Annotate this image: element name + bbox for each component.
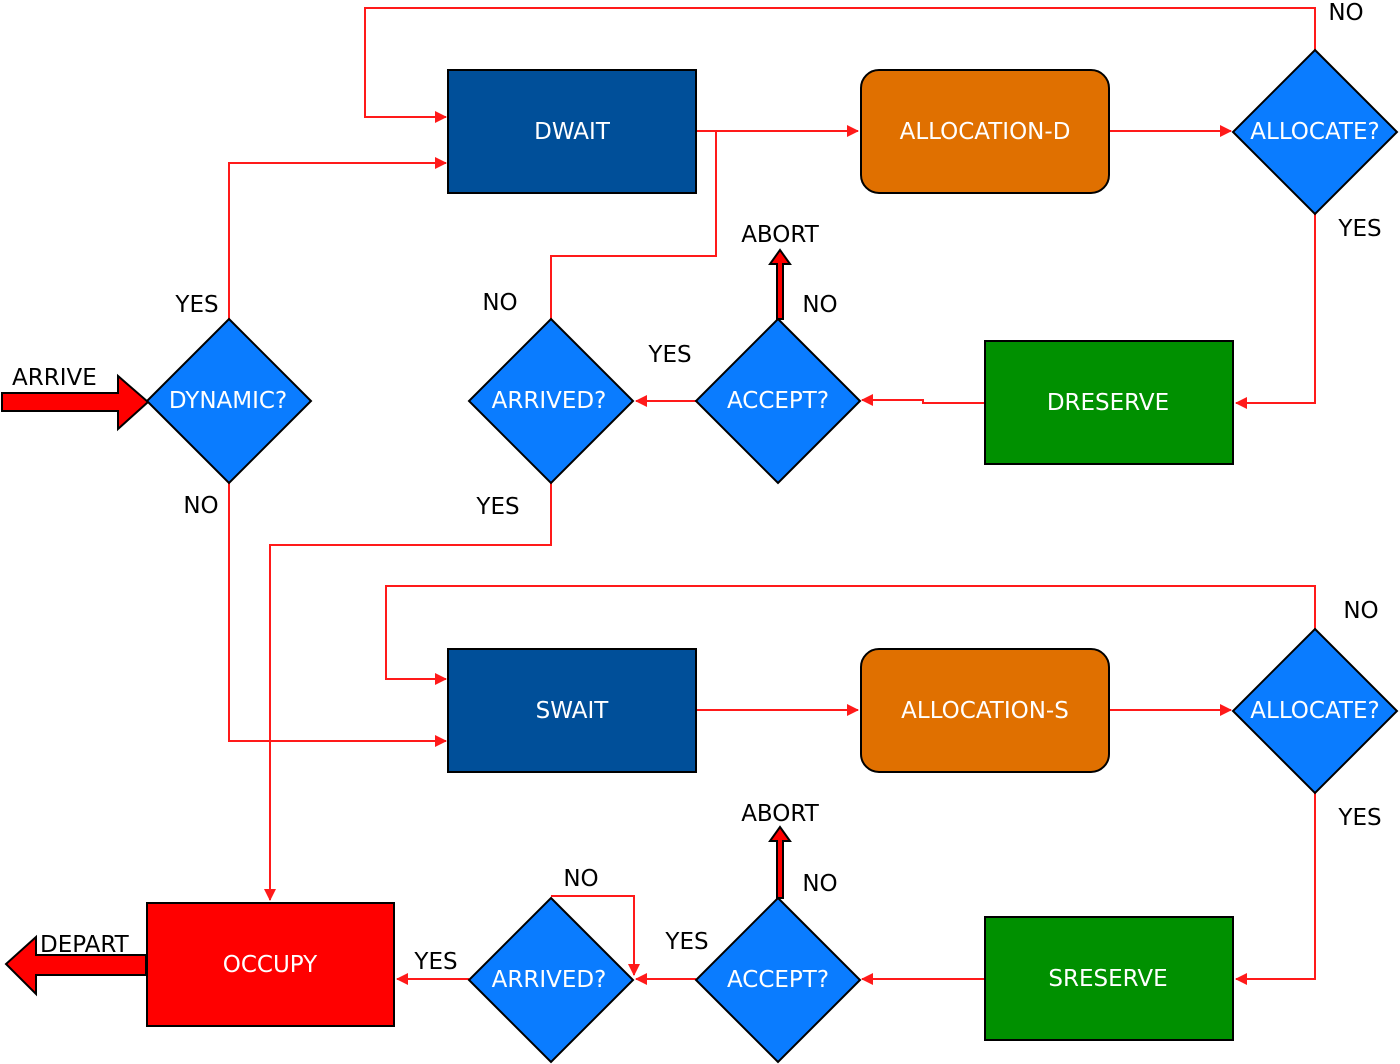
connector-allocate-top-yes-to-dreserve bbox=[1235, 214, 1316, 409]
connector-dynamic-no-to-swait bbox=[228, 483, 447, 747]
connector-arrived-bottom-no-loop bbox=[551, 895, 640, 976]
label-no-accept-bottom: NO bbox=[802, 871, 837, 897]
connector-allocate-bottom-yes-to-sreserve bbox=[1235, 793, 1316, 985]
node-swait-label: SWAIT bbox=[536, 698, 610, 724]
node-allocate-top: ALLOCATE? bbox=[1231, 48, 1399, 216]
label-yes-dynamic: YES bbox=[174, 292, 218, 318]
label-no-dynamic: NO bbox=[183, 493, 218, 519]
node-sreserve-label: SRESERVE bbox=[1048, 966, 1167, 992]
node-dynamic: DYNAMIC? bbox=[145, 317, 313, 485]
label-no-arrived-bottom: NO bbox=[563, 866, 598, 892]
node-allocate-bottom: ALLOCATE? bbox=[1231, 627, 1399, 795]
node-dwait-label: DWAIT bbox=[534, 119, 611, 145]
node-occupy-label: OCCUPY bbox=[223, 952, 318, 978]
label-no-arrived-top: NO bbox=[482, 290, 517, 316]
node-dreserve-label: DRESERVE bbox=[1047, 390, 1169, 416]
label-abort-top: ABORT bbox=[741, 222, 820, 248]
node-allocation-d-label: ALLOCATION-D bbox=[900, 119, 1071, 145]
node-swait: SWAIT bbox=[447, 648, 697, 773]
label-yes-allocate-bottom: YES bbox=[1337, 805, 1381, 831]
node-arrived-bottom: ARRIVED? bbox=[467, 896, 635, 1064]
connector-allocate-bottom-no-to-swait bbox=[385, 585, 1316, 685]
node-allocation-d: ALLOCATION-D bbox=[860, 69, 1110, 194]
label-depart: DEPART bbox=[40, 932, 130, 958]
label-no-allocate-bottom: NO bbox=[1343, 598, 1378, 624]
abort-arrow-top bbox=[768, 248, 792, 320]
node-allocate-top-label: ALLOCATE? bbox=[1250, 119, 1379, 145]
connector-allocate-top-no-to-dwait bbox=[364, 7, 1316, 123]
node-occupy: OCCUPY bbox=[146, 902, 395, 1027]
node-arrived-bottom-label: ARRIVED? bbox=[492, 967, 607, 993]
connector-arrived-top-no-to-dwait bbox=[550, 131, 717, 319]
node-accept-top-label: ACCEPT? bbox=[727, 388, 829, 414]
depart-arrow bbox=[4, 934, 147, 997]
abort-arrow-bottom bbox=[768, 825, 792, 899]
label-no-allocate-top: NO bbox=[1328, 0, 1363, 26]
label-yes-accept-bottom: YES bbox=[664, 929, 708, 955]
connector-arrived-top-yes-to-occupy bbox=[264, 483, 552, 901]
node-arrived-top: ARRIVED? bbox=[467, 317, 635, 485]
node-allocation-s: ALLOCATION-S bbox=[860, 648, 1110, 773]
node-dwait: DWAIT bbox=[447, 69, 697, 194]
node-sreserve: SRESERVE bbox=[984, 916, 1234, 1041]
node-accept-bottom-label: ACCEPT? bbox=[727, 967, 829, 993]
node-allocate-bottom-label: ALLOCATE? bbox=[1250, 698, 1379, 724]
label-no-accept-top: NO bbox=[802, 292, 837, 318]
node-dynamic-label: DYNAMIC? bbox=[169, 388, 287, 414]
label-yes-arrived-bottom: YES bbox=[413, 949, 457, 975]
arrive-arrow bbox=[1, 373, 150, 432]
label-yes-accept-top: YES bbox=[647, 342, 691, 368]
connector-dynamic-yes-to-dwait bbox=[228, 157, 447, 319]
label-arrive: ARRIVE bbox=[12, 365, 97, 391]
label-yes-allocate-top: YES bbox=[1337, 216, 1381, 242]
label-abort-bottom: ABORT bbox=[741, 801, 820, 827]
connector-dreserve-to-accept-top bbox=[861, 394, 985, 406]
node-allocation-s-label: ALLOCATION-S bbox=[901, 698, 1069, 724]
node-dreserve: DRESERVE bbox=[984, 340, 1234, 465]
node-accept-bottom: ACCEPT? bbox=[694, 896, 862, 1064]
node-arrived-top-label: ARRIVED? bbox=[492, 388, 607, 414]
node-accept-top: ACCEPT? bbox=[694, 317, 862, 485]
label-yes-arrived-top: YES bbox=[475, 494, 519, 520]
